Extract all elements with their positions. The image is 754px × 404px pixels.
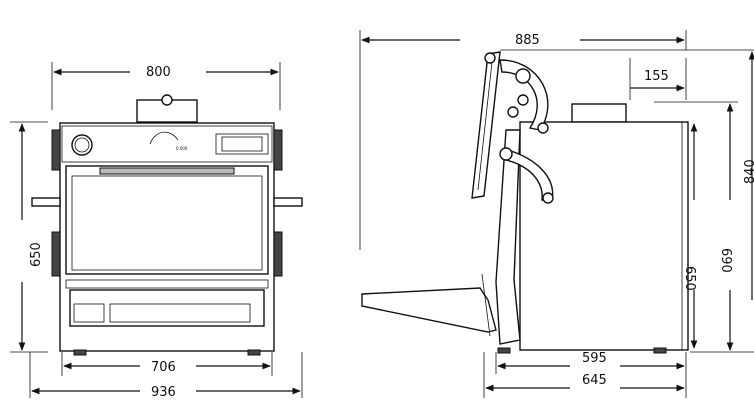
side-view: 885 155 840 650 690 595 645 xyxy=(359,30,754,398)
right-side-handle xyxy=(273,197,303,207)
front-top-knob xyxy=(161,94,173,106)
indicator-arc xyxy=(149,131,179,145)
dim-155-label: 155 xyxy=(644,69,669,84)
dim-650-side-label: 650 xyxy=(682,266,697,291)
right-hinge-top xyxy=(273,129,283,171)
door-window xyxy=(71,175,263,271)
dim-840-label: 840 xyxy=(743,159,754,184)
side-tray-bracket xyxy=(481,273,491,337)
door-pivot-arm xyxy=(507,106,519,118)
crumb-tray-pocket-right xyxy=(109,303,251,323)
dim-650-label: 650 xyxy=(29,242,44,267)
door-pivot-upper-joint xyxy=(515,68,531,84)
left-side-handle xyxy=(31,197,61,207)
side-housing xyxy=(519,121,689,351)
dim-595-label: 595 xyxy=(582,351,607,366)
side-foot-front xyxy=(497,347,511,354)
side-door-inner xyxy=(477,61,493,191)
crumb-tray-rail xyxy=(65,279,269,289)
left-hinge-bottom xyxy=(51,231,61,277)
crumb-tray xyxy=(69,289,265,327)
side-top-knob-housing xyxy=(571,103,627,123)
door-pivot-mid xyxy=(517,94,529,106)
door-pivot-top xyxy=(484,52,496,64)
front-control-panel xyxy=(61,125,273,163)
side-base-tray xyxy=(361,287,497,333)
side-door-open xyxy=(471,51,501,199)
dim-690-label: 690 xyxy=(718,248,733,273)
front-door xyxy=(65,165,269,275)
door-pivot-lower xyxy=(499,147,513,161)
door-pivot-hinge xyxy=(537,122,549,134)
dim-885-label: 885 xyxy=(515,33,540,48)
panel-label: 0.000 xyxy=(176,146,188,151)
dim-706-label: 706 xyxy=(151,360,176,375)
dim-936-label: 936 xyxy=(151,385,176,400)
front-foot-left xyxy=(73,349,87,356)
door-linkage-lower xyxy=(505,149,554,201)
dim-800-label: 800 xyxy=(146,65,171,80)
brand-plate xyxy=(215,133,269,155)
crumb-tray-pocket-left xyxy=(73,303,105,323)
brand-plate-inner xyxy=(221,136,263,152)
front-view: 0.000 800 650 xyxy=(10,62,303,400)
left-hinge-top xyxy=(51,129,61,171)
dim-645-label: 645 xyxy=(582,373,607,388)
thermometer-gauge-inner xyxy=(74,137,90,153)
door-pivot-end xyxy=(542,192,554,204)
door-handle-bar xyxy=(99,167,235,175)
side-pedestal xyxy=(495,129,521,345)
front-foot-right xyxy=(247,349,261,356)
side-foot-rear xyxy=(653,347,667,354)
right-hinge-bottom xyxy=(273,231,283,277)
